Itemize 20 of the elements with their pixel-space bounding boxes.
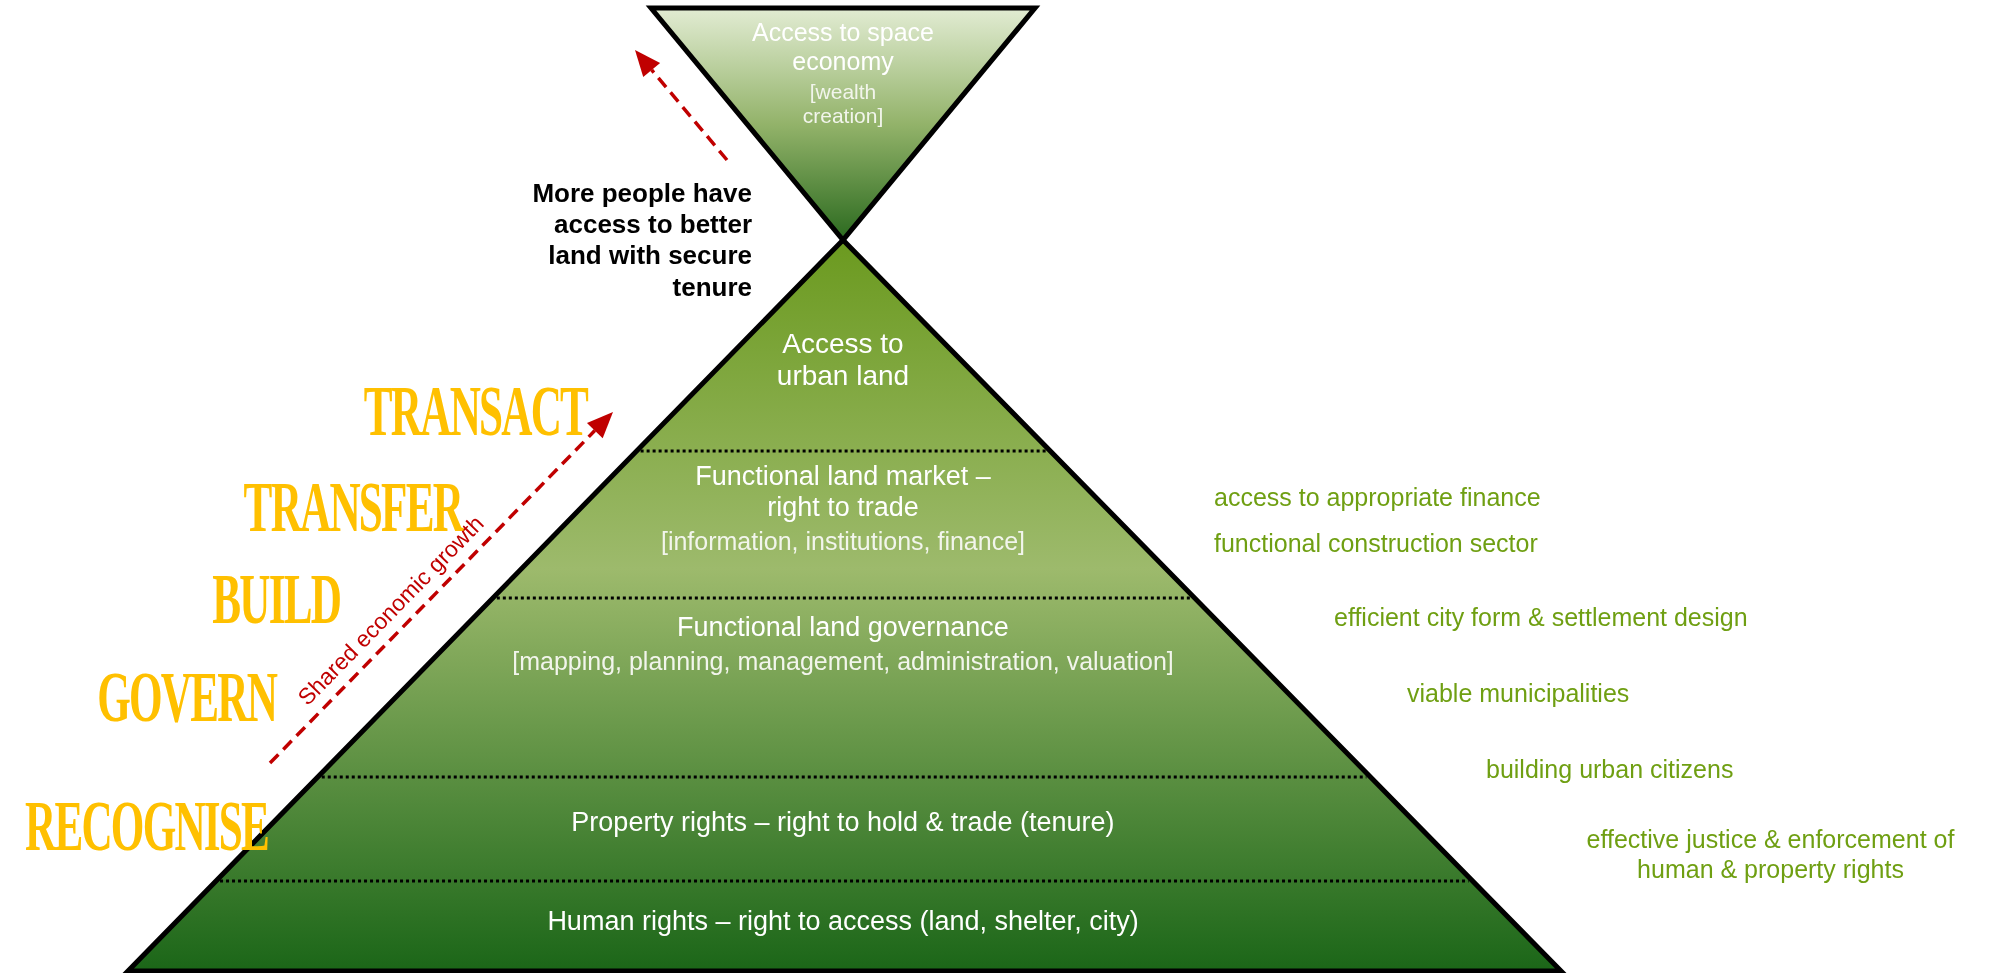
stage-word: GOVERN (97, 656, 277, 739)
tier-detail: [wealth creation] (801, 80, 885, 129)
outcome-text: functional construction sector (1214, 528, 1538, 558)
tier-title: Access to urban land (775, 328, 911, 393)
tier-detail: [mapping, planning, management, administration, valuation] (511, 647, 1175, 676)
stage-word: BUILD (212, 558, 341, 641)
outcome-text: access to appropriate finance (1214, 482, 1541, 512)
tier-title: Functional land market – right to trade (694, 461, 992, 524)
stage-word: RECOGNISE (25, 785, 269, 868)
tier-detail: [information, institutions, finance] (659, 527, 1026, 556)
tier-title: Property rights – right to hold & trade (tenure) (570, 807, 1116, 839)
stage-word: TRANSACT (363, 370, 588, 453)
outcome-text: effective justice & enforcement of human & property rights (1585, 824, 1956, 884)
outcome-text: efficient city form & settlement design (1334, 602, 1748, 632)
outcome-text: viable municipalities (1407, 678, 1630, 708)
annotation-text: More people have access to better land with secure tenure (531, 178, 752, 303)
tier-title: Functional land governance (676, 612, 1010, 644)
outcome-text: building urban citizens (1486, 754, 1734, 784)
tier-title: Access to space economy (751, 18, 935, 76)
tier-title: Human rights – right to access (land, shelter, city) (546, 906, 1140, 938)
